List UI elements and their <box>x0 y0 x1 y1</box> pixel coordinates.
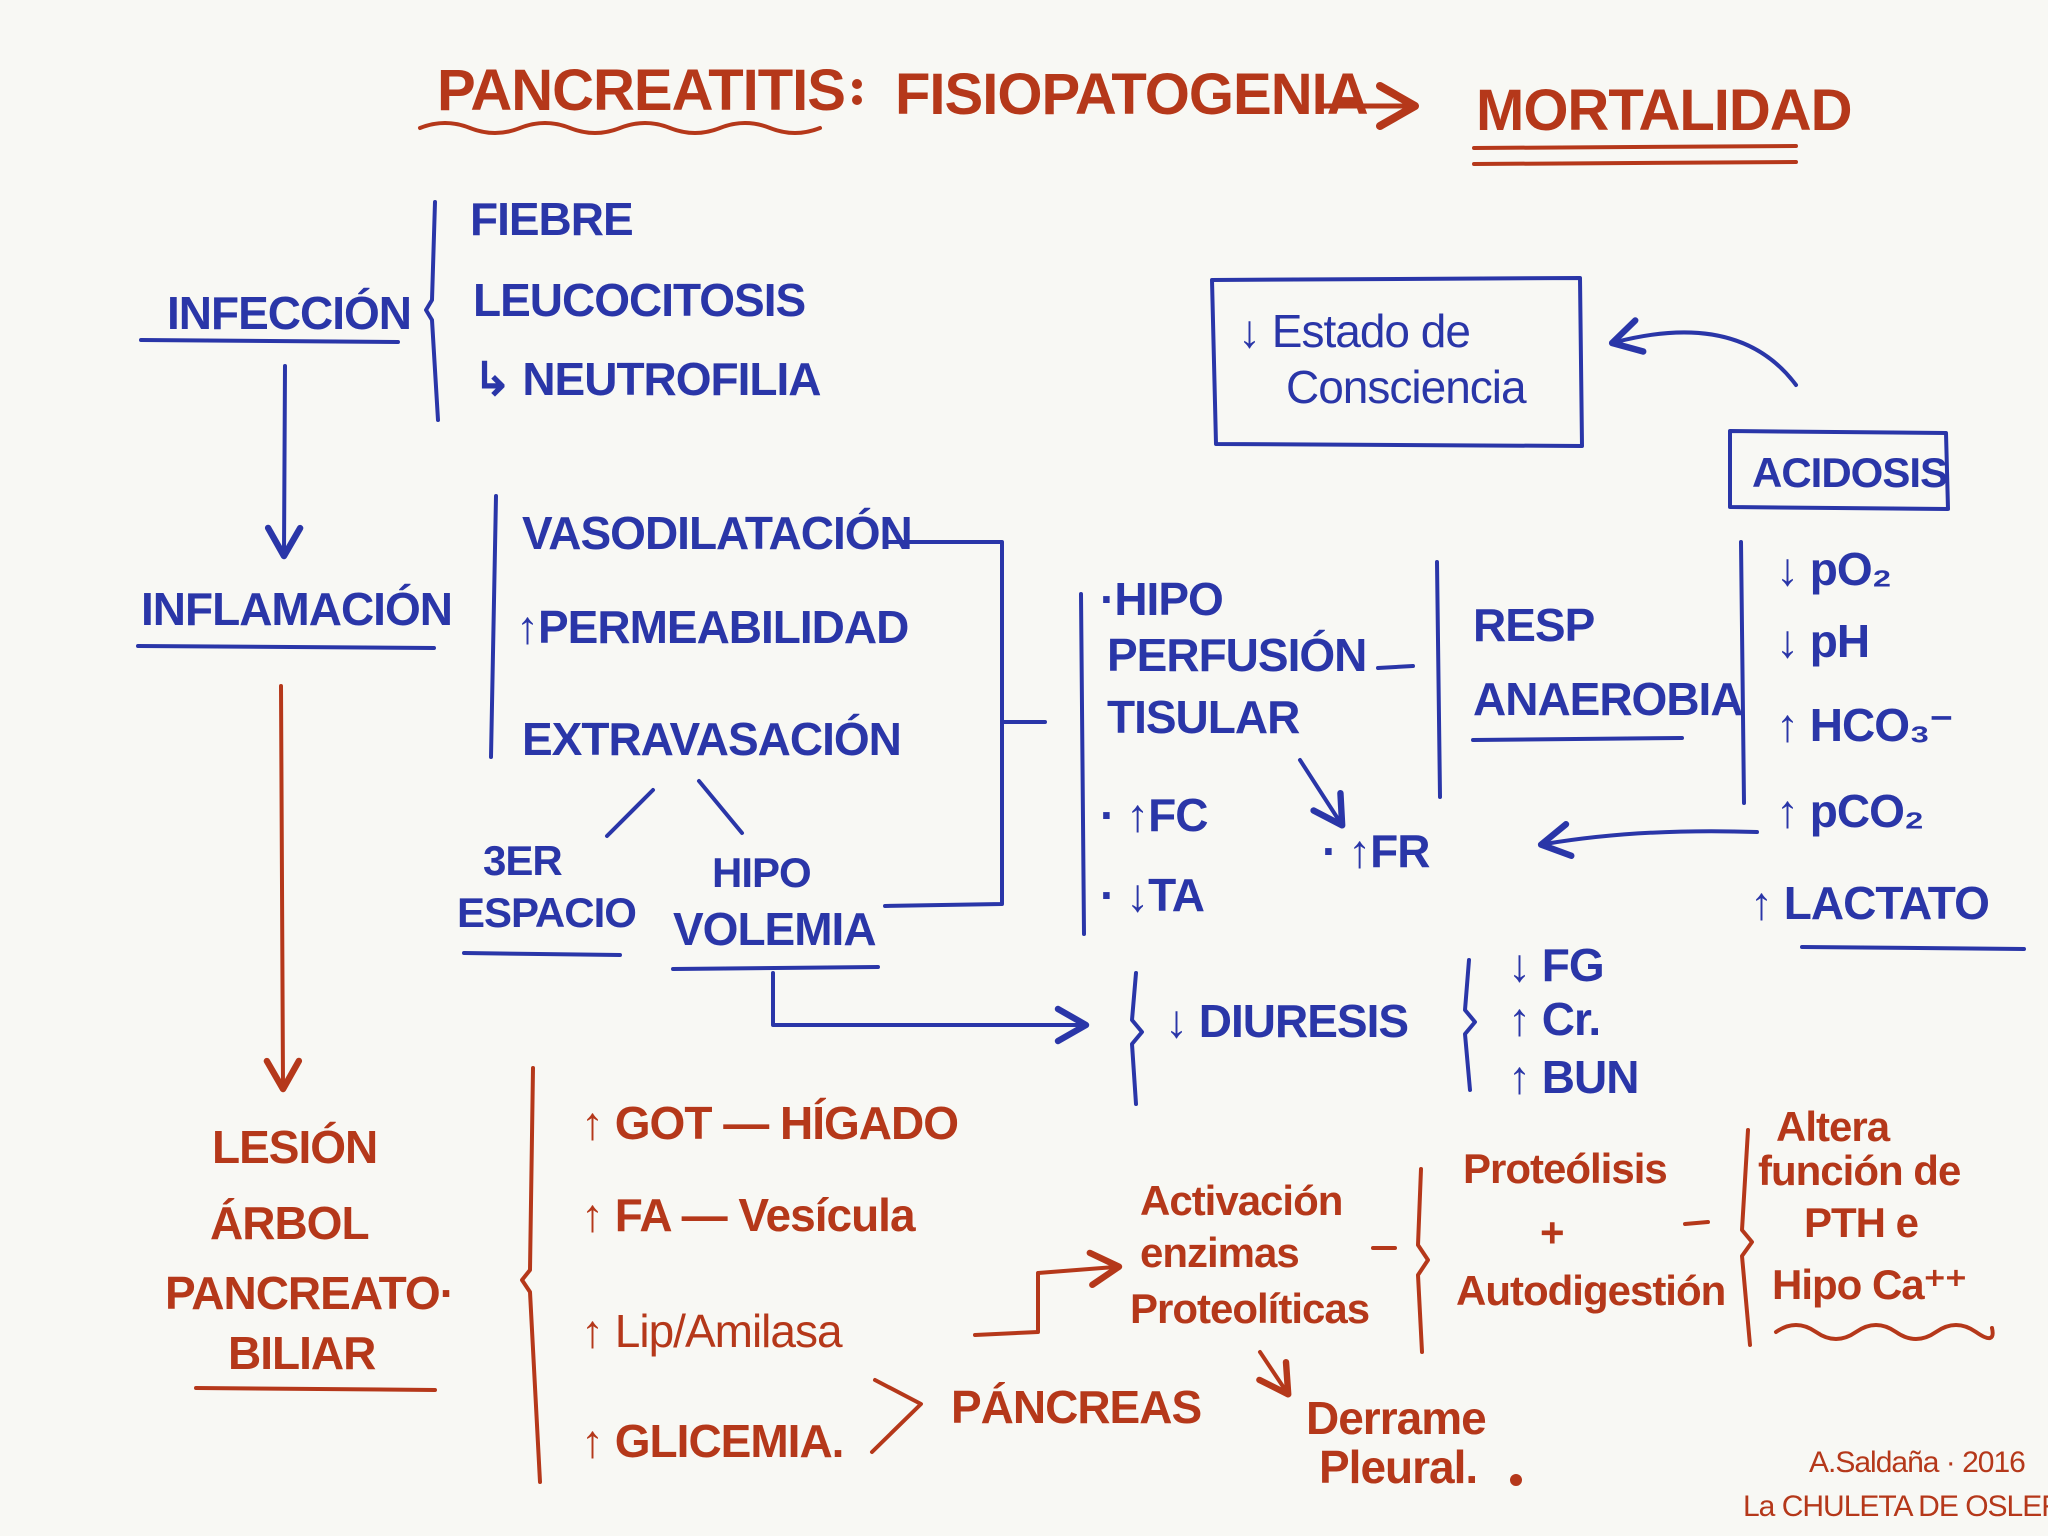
glicemia-chevron <box>870 1378 923 1454</box>
resp-bracket <box>1435 560 1442 799</box>
lesion-1: LESIÓN <box>212 1121 378 1173</box>
fr: · ↑FR <box>1322 825 1430 877</box>
lactato-underline <box>1800 945 2026 951</box>
resp-underline <box>1471 736 1684 742</box>
cr: ↑ Cr. <box>1508 993 1601 1045</box>
proteolisis-dash <box>1683 1220 1710 1226</box>
title-wavy-underline <box>418 121 822 135</box>
conciencia-2: Consciencia <box>1286 361 1527 413</box>
pancreas: PÁNCREAS <box>951 1381 1202 1433</box>
po2: ↓ pO₂ <box>1776 543 1892 595</box>
pco2: ↑ pCO₂ <box>1776 785 1924 837</box>
conciencia-1: ↓ Estado de <box>1238 305 1471 357</box>
derrame-1: Derrame <box>1306 1392 1487 1444</box>
tercer-espacio-2: ESPACIO <box>457 889 637 936</box>
signature-author: A.Saldaña · 2016 <box>1809 1446 2026 1479</box>
pth-4: Hipo Ca⁺⁺ <box>1772 1261 1967 1308</box>
inflamacion-label: INFLAMACIÓN <box>141 583 453 635</box>
signature-source: La CHULETA DE OSLER <box>1743 1490 2048 1523</box>
neutrofilia: ↳ NEUTROFILIA <box>473 353 822 405</box>
lesion-3: PANCREATO· <box>165 1267 455 1319</box>
title-fisiopatogenia: FISIOPATOGENIA <box>895 62 1369 127</box>
hipovolemia-underline <box>671 965 880 971</box>
tisular-to-fr-arrow <box>1298 758 1346 829</box>
hipovolemia-2: VOLEMIA <box>673 903 877 955</box>
acidosis-label: ACIDOSIS <box>1752 449 1948 496</box>
enzimas-3: Proteolíticas <box>1130 1285 1370 1332</box>
lactato: ↑ LACTATO <box>1750 877 1990 929</box>
vasodilatacion: VASODILATACIÓN <box>522 507 913 559</box>
mortalidad-underline-2 <box>1472 160 1798 166</box>
fa-vesicula: ↑ FA — Vesícula <box>581 1189 916 1241</box>
tercer-espacio-underline <box>462 951 622 957</box>
enzimas-1: Activación <box>1140 1177 1343 1224</box>
hipovolemia-to-diuresis-arrow <box>771 971 1090 1045</box>
inflamacion-bracket <box>489 494 498 759</box>
resp-1: RESP <box>1473 599 1595 651</box>
hipoperfusion-1: ·HIPO <box>1100 573 1224 625</box>
lip-amilasa: ↑ Lip/Amilasa <box>581 1305 843 1357</box>
vascular-right-bracket <box>883 540 1004 908</box>
fiebre: FIEBRE <box>470 193 634 245</box>
leucocitosis: LEUCOCITOSIS <box>473 274 806 326</box>
infeccion-to-inflamacion-arrow <box>264 364 304 560</box>
lesion-4: BILIAR <box>228 1327 376 1379</box>
ta: · ↓TA <box>1100 869 1205 921</box>
got-higado: ↑ GOT — HÍGADO <box>581 1097 959 1149</box>
glicemia: ↑ GLICEMIA. <box>581 1415 844 1467</box>
infeccion-underline <box>139 338 400 344</box>
conciencia-box <box>1210 276 1584 448</box>
enzimas-to-derrame-arrow <box>1256 1350 1292 1398</box>
bun: ↑ BUN <box>1508 1051 1639 1103</box>
hipoperfusion-dash <box>1376 664 1415 670</box>
infeccion-brace <box>424 200 440 422</box>
mortalidad-underline-1 <box>1472 144 1798 150</box>
hipoperfusion-3: TISULAR <box>1107 691 1300 743</box>
pth-3: PTH e <box>1804 1199 1919 1246</box>
diuresis-brace <box>1130 971 1144 1106</box>
acidosis-box <box>1728 429 1950 511</box>
labs-bracket <box>520 1066 542 1484</box>
extravasacion-line-left <box>605 788 655 838</box>
hipoperfusion-bracket <box>1079 592 1086 936</box>
acidosis-bracket <box>1739 540 1746 805</box>
pth-1: Altera <box>1776 1103 1890 1150</box>
hipoperfusion-2: PERFUSIÓN <box>1107 629 1367 681</box>
tercer-espacio-1: 3ER <box>483 837 563 884</box>
fg: ↓ FG <box>1508 939 1605 991</box>
hipovolemia-1: HIPO <box>712 849 812 896</box>
derrame-2: Pleural. <box>1319 1441 1478 1493</box>
pth-2: función de <box>1758 1147 1961 1194</box>
title-mortalidad: MORTALIDAD <box>1476 78 1853 143</box>
pth-brace <box>1740 1128 1754 1347</box>
pth-wavy-underline <box>1774 1323 1995 1341</box>
ph: ↓ pH <box>1776 615 1870 667</box>
amilasa-to-enzimas-arrow <box>973 1249 1123 1337</box>
title-pancreatitis: PANCREATITIS <box>437 58 846 123</box>
proteolisis-1: Proteólisis <box>1463 1145 1668 1192</box>
proteolisis-brace <box>1416 1167 1430 1354</box>
proteolisis-plus: + <box>1540 1209 1565 1256</box>
extravasacion: EXTRAVASACIÓN <box>522 713 902 765</box>
proteolisis-2: Autodigestión <box>1456 1267 1726 1314</box>
diuresis: ↓ DIURESIS <box>1165 995 1409 1047</box>
lesion-underline <box>194 1386 437 1392</box>
extravasacion-line-right <box>697 779 744 835</box>
pco2-to-fr-arrow <box>1537 821 1759 859</box>
inflamacion-to-lesion-arrow <box>263 684 303 1093</box>
fc: · ↑FC <box>1100 789 1208 841</box>
infeccion-label: INFECCIÓN <box>167 287 412 339</box>
permeabilidad: ↑PERMEABILIDAD <box>516 601 909 653</box>
acidosis-to-conciencia-arrow <box>1608 317 1798 387</box>
lesion-2: ÁRBOL <box>210 1197 370 1249</box>
renal-brace <box>1463 958 1477 1092</box>
enzimas-2: enzimas <box>1140 1229 1300 1276</box>
inflamacion-underline <box>136 644 436 650</box>
hco3: ↑ HCO₃⁻ <box>1776 699 1954 751</box>
resp-2: ANAEROBIA <box>1473 673 1744 725</box>
